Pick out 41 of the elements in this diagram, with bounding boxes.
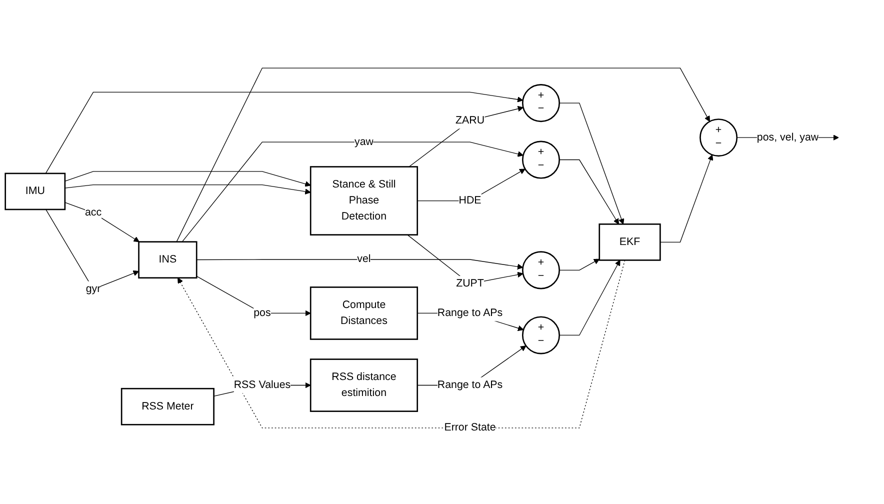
node-box: RSS Meter [120,388,214,426]
node-circle: + − [700,118,738,157]
edge-label: pos [254,307,271,319]
arrow [178,260,626,428]
edge-label: yaw [354,136,374,148]
edge-label: Error State [444,422,496,434]
edge-label: HDE [458,194,482,206]
arrow [196,259,524,270]
arrow [64,202,140,242]
arrow [559,258,600,271]
node-circle: + − [522,84,560,122]
arrow [64,171,311,187]
node-box: Compute Distances [310,286,418,340]
node-circle: + − [522,140,560,179]
arrow [417,168,526,202]
edge-label: vel [357,254,371,265]
edge-label: pos, vel, yaw [756,132,819,143]
arrow [408,106,524,168]
arrow [559,159,620,224]
node-box: Stance & Still Phase Detection [310,166,418,236]
arrow [45,92,524,174]
edge-label: ZUPT [456,278,484,290]
edge-label: acc [84,206,102,218]
node-circle: + − [522,316,560,354]
edge-label: Range to APs [437,379,503,391]
node-circle: + − [522,251,560,290]
edge-label: ZARU [455,114,485,126]
arrow [559,102,624,224]
arrow [176,68,710,242]
arrow [182,142,524,242]
node-box: IMU [4,172,66,210]
edge-label: RSS Values [234,379,291,391]
arrow [64,184,311,194]
edge-label: Range to APs [437,307,503,319]
arrow [196,276,311,316]
node-box: INS [138,241,198,279]
node-box: RSS distance estimition [310,358,418,412]
edge-label: gyr [86,283,101,295]
arrow [660,154,714,242]
node-box: EKF [598,223,661,261]
arrow [559,260,620,336]
